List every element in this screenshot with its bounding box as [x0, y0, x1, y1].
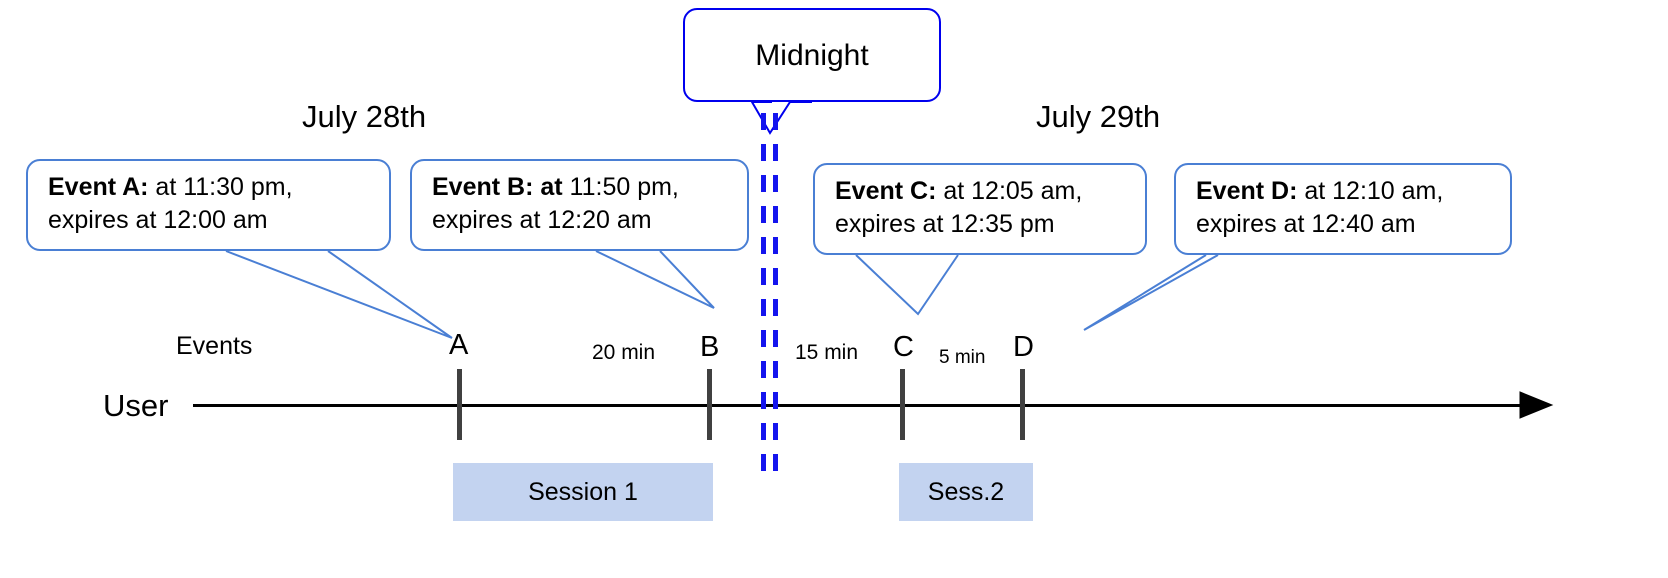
callout-event-b: Event B: at 11:50 pm, expires at 12:20 a… — [410, 159, 749, 251]
callout-event-c-bold: Event C: — [835, 177, 937, 205]
tick-label-a: A — [449, 329, 469, 361]
tick-mark-b — [707, 369, 712, 440]
callout-event-c-line2: expires at 12:35 pm — [835, 209, 1055, 238]
callout-event-c: Event C: at 12:05 am, expires at 12:35 p… — [813, 163, 1147, 255]
callout-event-b-rest: 11:50 pm, — [562, 173, 679, 201]
row-label-user: User — [103, 388, 169, 423]
session-box-1: Session 1 — [453, 463, 713, 521]
callout-event-b-line1: Event B: at 11:50 pm, — [432, 171, 733, 204]
axis-arrowhead — [1519, 391, 1554, 419]
timeline-axis — [193, 404, 1523, 407]
midnight-dashed-line-left — [761, 113, 766, 476]
gap-label-b-c: 15 min — [795, 341, 859, 364]
tick-label-b: B — [700, 331, 720, 363]
callout-event-a-tail — [225, 250, 453, 339]
callout-event-a-rest: at 11:30 pm, — [148, 173, 293, 201]
date-label-july-29: July 29th — [1036, 99, 1161, 134]
date-label-july-28: July 28th — [302, 99, 427, 134]
gap-label-a-b: 20 min — [592, 341, 656, 364]
tick-mark-d — [1020, 369, 1025, 440]
callout-event-c-line1: Event C: at 12:05 am, — [835, 175, 1131, 208]
tick-label-d: D — [1013, 331, 1034, 363]
tick-mark-c — [900, 369, 905, 440]
callout-event-b-tail — [595, 250, 715, 309]
callout-event-d-line2: expires at 12:40 am — [1196, 209, 1416, 238]
callout-event-d-tail — [1083, 254, 1219, 331]
callout-event-d-bold: Event D: — [1196, 177, 1298, 205]
tick-label-c: C — [893, 331, 914, 363]
callout-event-d-line1: Event D: at 12:10 am, — [1196, 175, 1496, 208]
midnight-dashed-line-right — [773, 113, 778, 476]
callout-event-b-line2: expires at 12:20 am — [432, 205, 652, 234]
callout-event-a-line2: expires at 12:00 am — [48, 205, 268, 234]
callout-event-d-rest: at 12:10 am, — [1297, 177, 1444, 205]
callout-event-a: Event A: at 11:30 pm, expires at 12:00 a… — [26, 159, 391, 251]
tick-mark-a — [457, 369, 462, 440]
callout-event-c-tail — [855, 254, 959, 316]
midnight-callout: Midnight — [683, 8, 941, 102]
row-label-events: Events — [176, 332, 253, 360]
callout-event-c-rest: at 12:05 am, — [936, 177, 1083, 205]
callout-event-a-line1: Event A: at 11:30 pm, — [48, 171, 375, 204]
callout-event-a-bold: Event A: — [48, 173, 149, 201]
gap-label-c-d: 5 min — [939, 347, 986, 368]
callout-event-b-bold: Event B: at — [432, 173, 563, 201]
callout-event-d: Event D: at 12:10 am, expires at 12:40 a… — [1174, 163, 1512, 255]
midnight-label: Midnight — [755, 38, 869, 72]
session-box-2: Sess.2 — [899, 463, 1033, 521]
